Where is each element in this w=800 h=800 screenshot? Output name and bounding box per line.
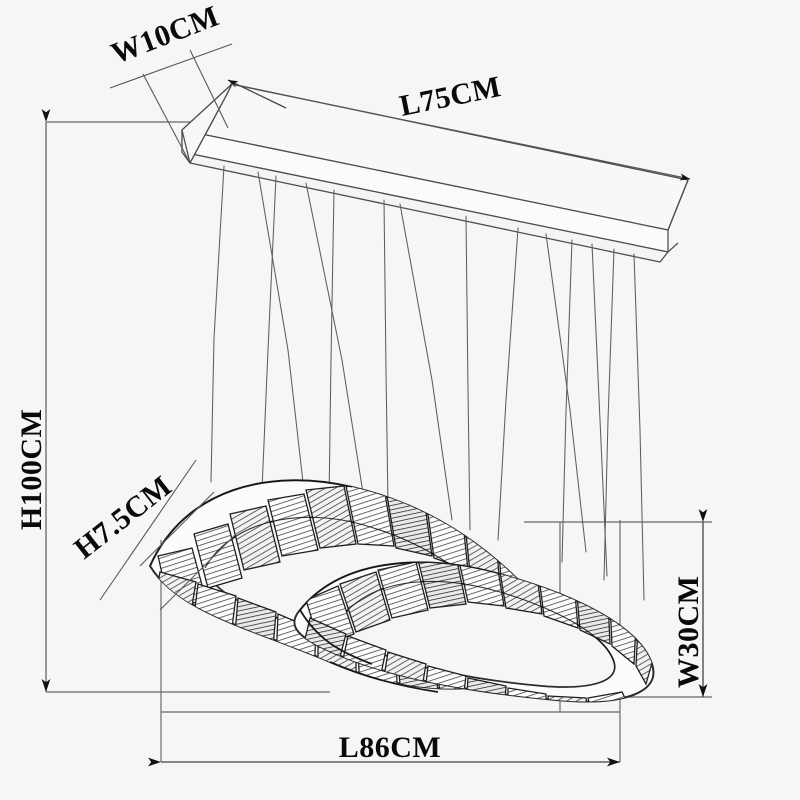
dimension-label-w30: W30CM bbox=[672, 576, 705, 688]
ring-interlock-overlap bbox=[299, 609, 439, 693]
dimension-h100: H100CM bbox=[15, 109, 51, 692]
dimension-label-l86: L86CM bbox=[339, 731, 442, 764]
dimension-label-h100: H100CM bbox=[15, 409, 48, 530]
suspension-cables bbox=[210, 165, 645, 601]
dimension-l86: L86CM bbox=[148, 731, 620, 767]
dimension-w30: W30CM bbox=[672, 509, 708, 697]
